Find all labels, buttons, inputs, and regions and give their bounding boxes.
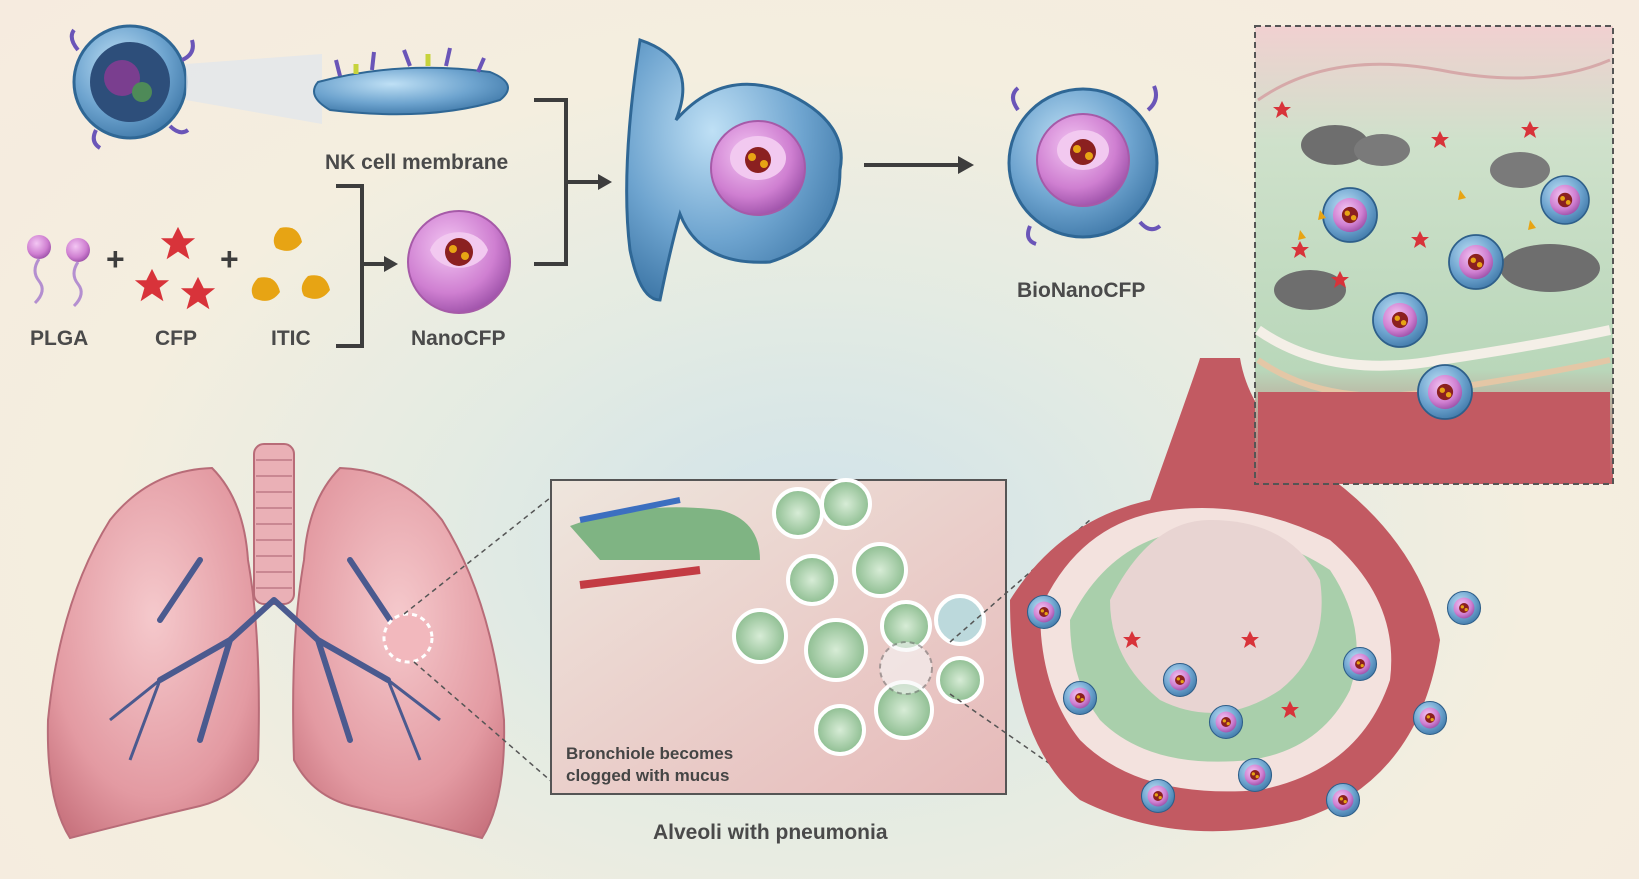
alveoli-panel [550, 478, 1007, 795]
plus-sign: + [220, 241, 239, 277]
membrane-patch-icon [313, 47, 509, 116]
membrane-fusion-icon [625, 38, 843, 302]
lungs-illustration [46, 443, 506, 840]
nanocfp-label: NanoCFP [411, 327, 506, 350]
itic-label: ITIC [271, 327, 311, 350]
plus-sign: + [106, 241, 125, 277]
nk-membrane-label: NK cell membrane [325, 151, 509, 174]
arrow-head [958, 156, 974, 174]
nk-cell-icon [69, 24, 195, 150]
bionanoparticle-icon [1007, 85, 1162, 246]
alveolus-cross-section [1010, 358, 1482, 832]
plga-label: PLGA [30, 327, 89, 350]
cfp-label: CFP [155, 327, 197, 350]
alveoli-label: Alveoli with pneumonia [653, 821, 888, 844]
arrow-head [598, 174, 612, 190]
arrow-head [384, 256, 398, 272]
plga-molecule-icon [27, 235, 90, 308]
nanoparticle-icon [407, 210, 511, 314]
bionanocfp-label: BioNanoCFP [1017, 279, 1146, 302]
bronchiole-caption-line1: Bronchiole becomes [566, 744, 734, 763]
bronchiole-caption-line2: clogged with mucus [566, 766, 730, 785]
itic-molecule-icon [251, 227, 330, 301]
zoom-inset-panel [1254, 25, 1614, 485]
synthesis-arrows [336, 98, 960, 348]
cfp-molecule-icon [134, 226, 216, 310]
zoom-line [403, 497, 553, 783]
zoom-cone [186, 54, 322, 124]
